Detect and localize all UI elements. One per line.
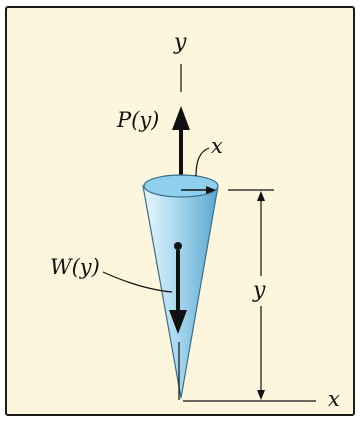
p-force-label: P(y) [116, 108, 159, 132]
centroid-point [174, 242, 182, 250]
y-axis-label: y [173, 30, 187, 55]
weight-leader [102, 271, 173, 293]
dimension-y-label: y [252, 278, 266, 303]
cone-top-face [143, 174, 219, 198]
x-axis-bottom-label: x [328, 387, 340, 411]
x-axis-top-label: x [211, 134, 223, 158]
weight-arrowhead [169, 310, 187, 334]
dimension-top-arrowhead [257, 191, 265, 201]
x-axis-top-arrowhead [206, 186, 216, 194]
p-force-arrowhead [172, 106, 190, 130]
weight-label: W(y) [50, 255, 100, 279]
dimension-bottom-arrowhead [257, 390, 265, 400]
x-axis-top-leader [195, 147, 210, 177]
